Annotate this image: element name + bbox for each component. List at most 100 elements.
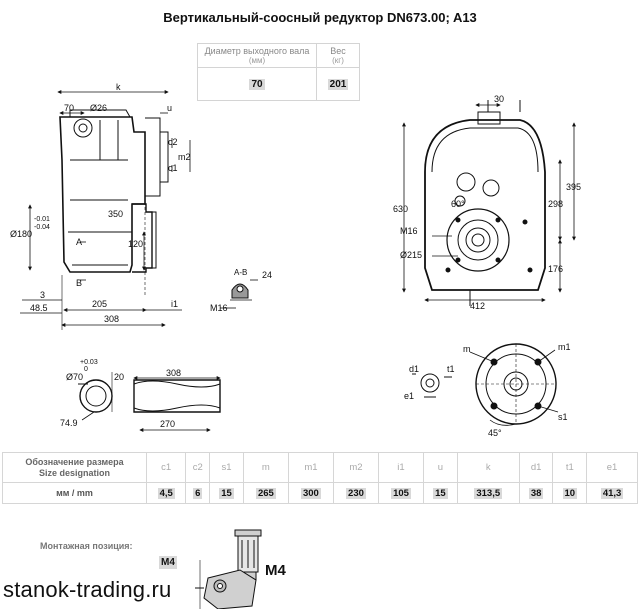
- value-cell: 15: [423, 482, 458, 504]
- dim-u: u: [167, 103, 172, 113]
- page-title: Вертикальный-соосный редуктор DN673.00; …: [163, 10, 477, 25]
- value-text: 10: [562, 487, 578, 499]
- col-header: m1: [287, 452, 334, 483]
- flange-view-labels: d1 t1 e1 m m1 s1 45°: [404, 342, 571, 438]
- col-header-text: k: [485, 462, 491, 473]
- dim-120: 120: [128, 239, 143, 249]
- mounting-position-big: M4: [265, 562, 286, 579]
- value-cell: 10: [552, 482, 588, 504]
- col-header-text: c2: [192, 462, 203, 473]
- size-table: Обозначение размера Size designation c1 …: [2, 452, 638, 504]
- value-cell: 4,5: [145, 482, 187, 504]
- value-cell: 41,3: [586, 482, 638, 504]
- value-text: 6: [193, 487, 203, 499]
- weight-unit: (кг): [332, 56, 344, 65]
- dim-k: k: [116, 82, 121, 92]
- mounting-position-illustration: [195, 529, 262, 609]
- dim-176: 176: [548, 264, 563, 274]
- size-designation-en: Size designation: [38, 467, 110, 478]
- dim-3: 3: [40, 290, 45, 300]
- tol-top: +0.03: [80, 359, 98, 366]
- value-text: 38: [528, 487, 544, 499]
- col-header-text: i1: [397, 462, 405, 473]
- col-header-text: s1: [221, 462, 232, 473]
- col-header: d1: [518, 452, 554, 483]
- dim-412: 412: [470, 301, 485, 311]
- col-header-text: c1: [161, 462, 172, 473]
- angle-45: 45°: [488, 428, 502, 438]
- weight-header-cell: Вес (кг): [316, 43, 360, 68]
- value-cell: 105: [377, 482, 425, 504]
- shaft-view: [78, 372, 221, 432]
- size-designation-cell: Обозначение размера Size designation: [2, 452, 147, 483]
- col-header-text: u: [437, 462, 443, 473]
- dim-308-shaft: 308: [166, 368, 181, 378]
- dim-74-9: 74.9: [60, 418, 78, 428]
- col-header-text: m: [261, 462, 270, 473]
- value-text: 15: [433, 487, 448, 499]
- value-text: 105: [391, 487, 411, 499]
- dim-70: 70: [64, 103, 74, 113]
- shaft-view-labels: +0.03 0 Ø70 20 308 74.9 270: [60, 359, 181, 429]
- col-header: s1: [209, 452, 244, 483]
- dim-m: m: [463, 344, 471, 354]
- dim-c2: c2: [168, 137, 178, 147]
- front-view-labels: 30 630 395 298 60° M16 Ø215 176 412: [393, 94, 581, 311]
- dim-48-5: 48.5: [30, 303, 48, 313]
- value-cell: 15: [209, 482, 244, 504]
- dim-i1: i1: [171, 299, 178, 309]
- col-header: u: [423, 452, 458, 483]
- dim-m1: m1: [558, 342, 571, 352]
- value-text: 41,3: [600, 487, 624, 499]
- size-table-header-row: Обозначение размера Size designation c1 …: [2, 452, 638, 483]
- dim-m16-front: M16: [400, 226, 418, 236]
- dim-350: 350: [108, 209, 123, 219]
- section-a-mark: A: [76, 237, 82, 247]
- col-header: t1: [552, 452, 588, 483]
- dim-30: 30: [494, 94, 504, 104]
- dim-308: 308: [104, 314, 119, 324]
- side-view-labels: k 70 Ø26 u c2 m2 c1 -0.01 -0.04 Ø180 350…: [10, 82, 191, 324]
- dim-c1: c1: [168, 163, 178, 173]
- diameter-value-cell: 70: [197, 67, 317, 101]
- diameter-value: 70: [249, 78, 265, 90]
- section-b-mark: B: [76, 278, 82, 288]
- site-watermark: stanok-trading.ru: [3, 577, 172, 602]
- dim-270: 270: [160, 419, 175, 429]
- side-view: [20, 90, 191, 330]
- flange-view: [412, 343, 559, 426]
- col-header: c1: [145, 452, 187, 483]
- col-header-text: t1: [565, 462, 574, 473]
- technical-drawing: k 70 Ø26 u c2 m2 c1 -0.01 -0.04 Ø180 350…: [10, 82, 581, 438]
- col-header: e1: [586, 452, 638, 483]
- dim-m16-section: M16: [210, 303, 228, 313]
- size-table-value-row: мм / mm 4,5 6 15 265 300 230 105 15 313,…: [2, 482, 638, 504]
- dim-s1: s1: [558, 412, 568, 422]
- col-header: i1: [377, 452, 425, 483]
- front-view: [402, 100, 576, 306]
- value-cell: 230: [332, 482, 379, 504]
- units-label: мм / mm: [2, 482, 147, 504]
- diameter-header: Диаметр выходного вала: [204, 46, 310, 56]
- value-cell: 313,5: [456, 482, 520, 504]
- section-ab-labels: A-B 24 M16: [210, 268, 272, 313]
- section-ab-title: A-B: [234, 268, 247, 277]
- dim-d215: Ø215: [400, 250, 422, 260]
- weight-header: Вес: [330, 46, 346, 56]
- dim-24: 24: [262, 270, 272, 280]
- dim-630: 630: [393, 204, 408, 214]
- col-header: m2: [332, 452, 379, 483]
- dim-d1: d1: [409, 364, 419, 374]
- tol-bot: 0: [84, 366, 88, 373]
- dim-395: 395: [566, 182, 581, 192]
- spec-table: Диаметр выходного вала (мм) Вес (кг) 70 …: [197, 43, 360, 101]
- col-header: m: [242, 452, 289, 483]
- value-text: 230: [346, 487, 366, 499]
- diameter-header-cell: Диаметр выходного вала (мм): [197, 43, 317, 68]
- value-text: 313,5: [474, 487, 503, 499]
- diameter-unit: (мм): [248, 56, 266, 65]
- dim-205: 205: [92, 299, 107, 309]
- value-text: 4,5: [157, 487, 175, 499]
- col-header-text: m1: [304, 462, 318, 473]
- col-header: k: [456, 452, 520, 483]
